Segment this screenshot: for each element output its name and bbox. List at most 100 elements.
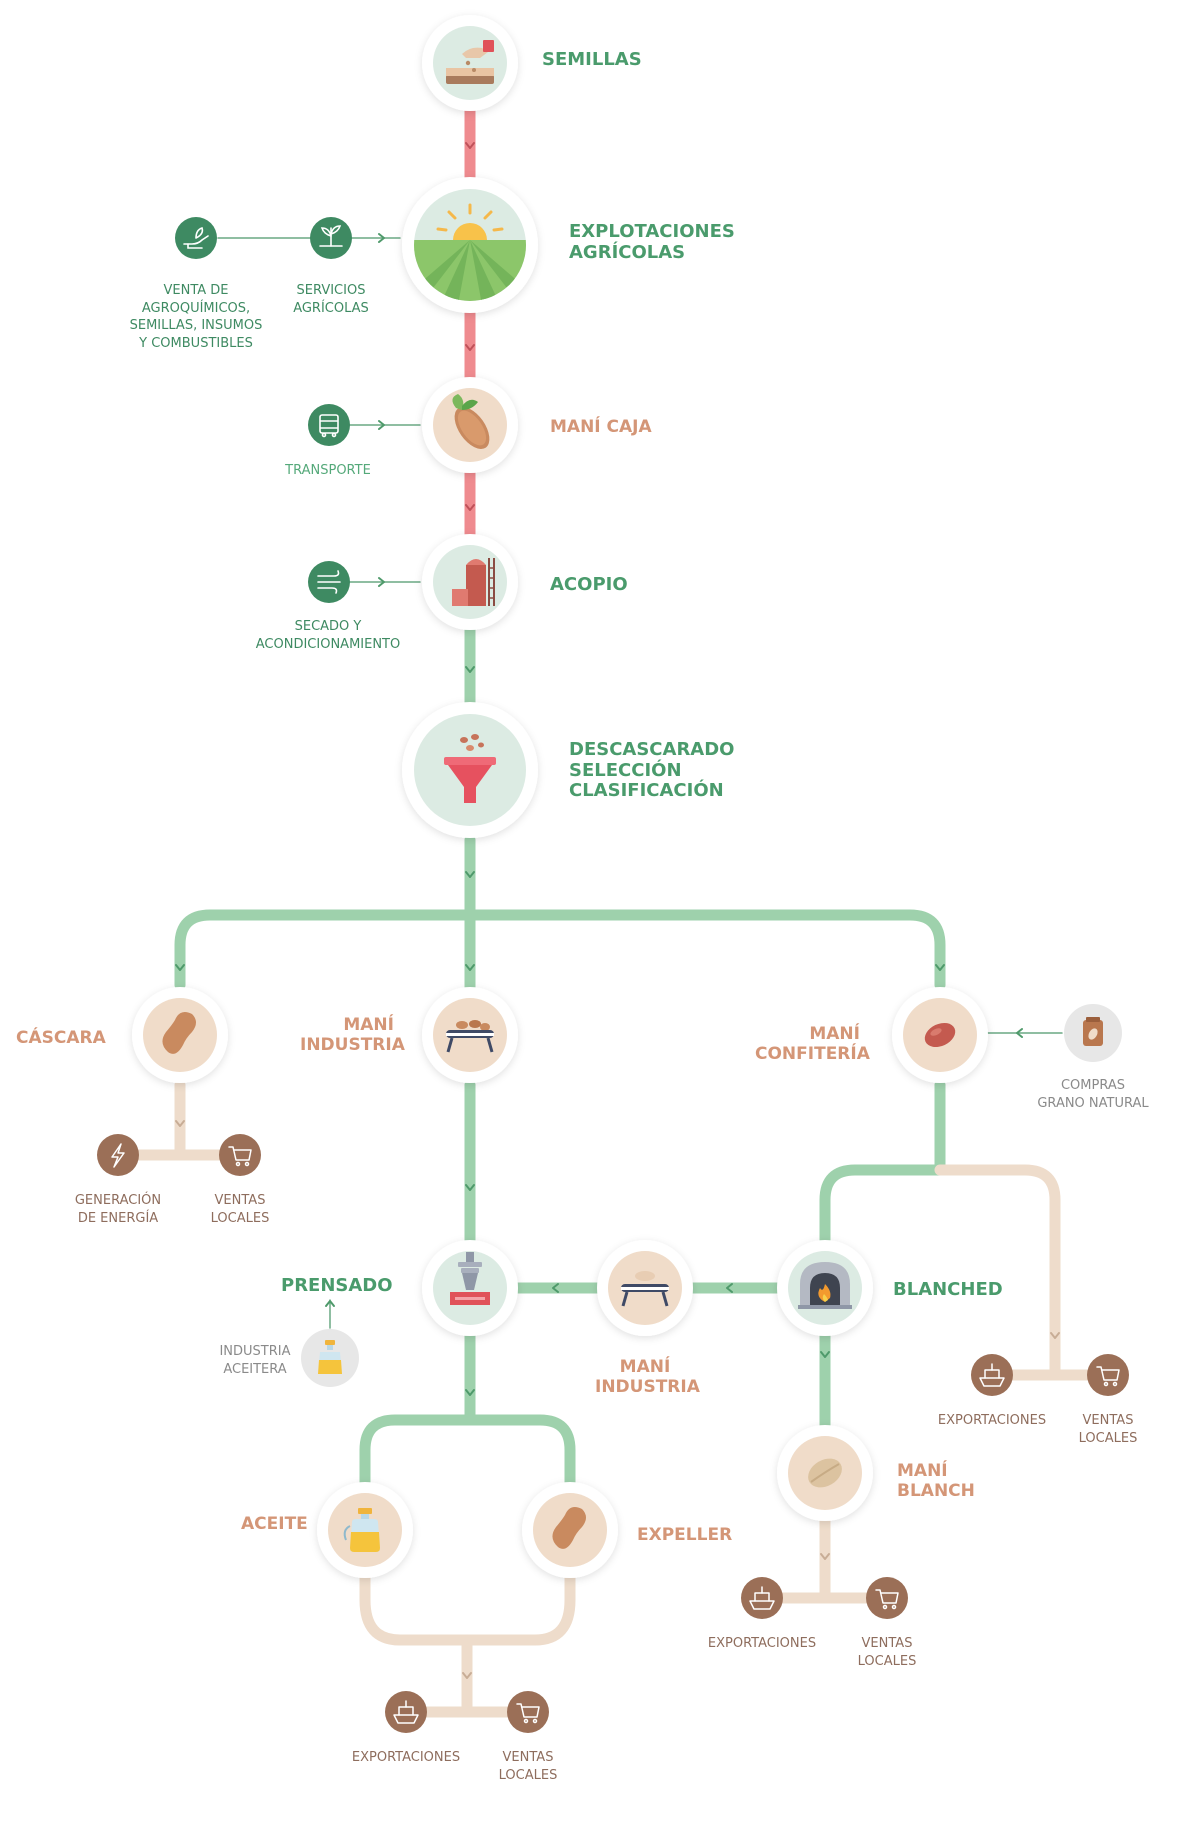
label-expeller: EXPELLER bbox=[637, 1525, 733, 1545]
node-mani-confiteria bbox=[892, 987, 988, 1083]
output-exp-blanch bbox=[741, 1577, 783, 1619]
label-line: GRANO NATURAL bbox=[1037, 1095, 1149, 1111]
label-aceite: ACEITE bbox=[241, 1514, 308, 1534]
arrow-up-icon bbox=[325, 1300, 335, 1307]
label-line: SELECCIÓN bbox=[569, 759, 682, 781]
line-confiteria-outputs bbox=[934, 1164, 1061, 1381]
node-aceite bbox=[317, 1482, 413, 1578]
oil-bottle-icon bbox=[343, 1508, 380, 1552]
label-line: VENTAS bbox=[861, 1636, 913, 1651]
peanut-pod-icon bbox=[452, 394, 490, 450]
label-secado: SECADO Y ACONDICIONAMIENTO bbox=[243, 618, 413, 653]
line-confiteria-blanched bbox=[819, 1164, 946, 1246]
arrow-down-icon bbox=[820, 1351, 830, 1358]
label-mani-industria-2: MANÍ INDUSTRIA bbox=[595, 1357, 700, 1397]
label-line: BLANCH bbox=[897, 1480, 975, 1501]
label-line: VENTAS bbox=[214, 1193, 266, 1208]
sprout-icon bbox=[319, 225, 343, 247]
output-ventas-aceite bbox=[507, 1691, 549, 1733]
node-semillas bbox=[422, 15, 518, 111]
output-exp-aceite bbox=[385, 1691, 427, 1733]
conveyor-icon bbox=[446, 1020, 494, 1053]
node-mani-caja bbox=[422, 377, 518, 473]
arrow-down-icon bbox=[935, 964, 945, 971]
seeds-hand-icon bbox=[446, 40, 494, 84]
lightning-icon bbox=[111, 1143, 125, 1168]
label-line: Y COMBUSTIBLES bbox=[139, 335, 253, 351]
node-descascarado bbox=[402, 702, 538, 838]
label-line: LOCALES bbox=[1078, 1430, 1138, 1446]
label-line: DE ENERGÍA bbox=[77, 1210, 159, 1226]
output-ventas-cascara bbox=[219, 1134, 261, 1176]
peanut-shell-icon bbox=[162, 1012, 196, 1054]
arrow-right-icon bbox=[378, 233, 385, 243]
arrow-down-icon bbox=[465, 1184, 475, 1191]
arrow-down-icon bbox=[175, 1120, 185, 1127]
label-line: VENTA DE bbox=[163, 283, 229, 298]
label-mani-confiteria: MANÍ CONFITERÍA bbox=[755, 1024, 870, 1064]
label-mani-caja: MANÍ CAJA bbox=[550, 417, 652, 437]
node-blanched bbox=[777, 1240, 873, 1336]
label-line: GENERACIÓN bbox=[74, 1193, 162, 1208]
label-descascarado: DESCASCARADO SELECCIÓN CLASIFICACIÓN bbox=[569, 739, 734, 802]
node-cascara bbox=[132, 987, 228, 1083]
label-cascara: CÁSCARA bbox=[16, 1028, 106, 1048]
label-exp-aceite: EXPORTACIONES bbox=[351, 1750, 461, 1765]
side-compras bbox=[1064, 1004, 1122, 1062]
label-line: EXPLOTACIONES bbox=[569, 221, 735, 242]
label-ventas-aceite: VENTAS LOCALES bbox=[488, 1749, 568, 1784]
node-prensado bbox=[422, 1240, 518, 1336]
press-icon bbox=[450, 1252, 490, 1305]
label-ventas-cascara: VENTAS LOCALES bbox=[200, 1192, 280, 1227]
label-line: SERVICIOS bbox=[296, 283, 366, 298]
arrow-down-icon bbox=[1050, 1332, 1060, 1339]
label-line: LOCALES bbox=[857, 1653, 917, 1669]
label-compras: COMPRAS GRANO NATURAL bbox=[1023, 1077, 1163, 1112]
label-line: MANÍ bbox=[343, 1015, 394, 1035]
output-exp-blanched bbox=[971, 1354, 1013, 1396]
arrow-down-icon bbox=[465, 871, 475, 878]
truck-icon bbox=[319, 414, 339, 438]
arrow-down-icon bbox=[465, 666, 475, 673]
label-exp-blanch: EXPORTACIONES bbox=[707, 1636, 817, 1651]
label-line: AGROQUÍMICOS, bbox=[141, 300, 251, 316]
label-prensado: PRENSADO bbox=[281, 1275, 393, 1296]
arrow-left-icon bbox=[552, 1283, 559, 1293]
node-explotaciones bbox=[402, 177, 538, 313]
label-line: AGRÍCOLAS bbox=[293, 300, 369, 316]
label-line: LOCALES bbox=[210, 1210, 270, 1226]
label-ventas-blanch: VENTAS LOCALES bbox=[847, 1635, 927, 1670]
oil-bottle-icon bbox=[318, 1340, 342, 1374]
label-servicios: SERVICIOS AGRÍCOLAS bbox=[281, 282, 381, 317]
label-line: INDUSTRIA bbox=[595, 1376, 700, 1397]
label-line: ACEITERA bbox=[223, 1361, 287, 1377]
side-venta-agro bbox=[175, 217, 217, 259]
label-line: MANÍ bbox=[619, 1357, 671, 1377]
label-exp-blanched: EXPORTACIONES bbox=[937, 1413, 1047, 1428]
side-secado bbox=[308, 561, 350, 603]
label-line: ACONDICIONAMIENTO bbox=[255, 636, 401, 652]
line-prensado-split bbox=[359, 1414, 576, 1494]
label-industria-aceitera: INDUSTRIA ACEITERA bbox=[205, 1343, 305, 1378]
label-venta-agro: VENTA DE AGROQUÍMICOS, SEMILLAS, INSUMOS… bbox=[116, 282, 276, 352]
arrow-down-icon bbox=[465, 1389, 475, 1396]
label-semillas: SEMILLAS bbox=[542, 49, 642, 70]
label-line: INDUSTRIA bbox=[300, 1034, 405, 1055]
arrow-down-icon bbox=[465, 142, 475, 149]
label-line: AGRÍCOLAS bbox=[569, 241, 686, 263]
cart-icon bbox=[875, 1589, 899, 1610]
label-acopio: ACOPIO bbox=[550, 574, 628, 595]
ship-icon bbox=[393, 1700, 419, 1724]
label-line: SEMILLAS, INSUMOS bbox=[129, 318, 263, 334]
label-line: CLASIFICACIÓN bbox=[569, 780, 724, 802]
ship-icon bbox=[749, 1586, 775, 1610]
kernel-icon bbox=[924, 1022, 956, 1048]
arrow-left-icon bbox=[1016, 1028, 1023, 1038]
label-line: MANÍ bbox=[897, 1461, 948, 1481]
conveyor-icon bbox=[621, 1271, 669, 1307]
output-ventas-blanched bbox=[1087, 1354, 1129, 1396]
node-expeller bbox=[522, 1482, 618, 1578]
arrow-left-icon bbox=[726, 1283, 733, 1293]
node-mani-industria-2 bbox=[597, 1240, 693, 1336]
